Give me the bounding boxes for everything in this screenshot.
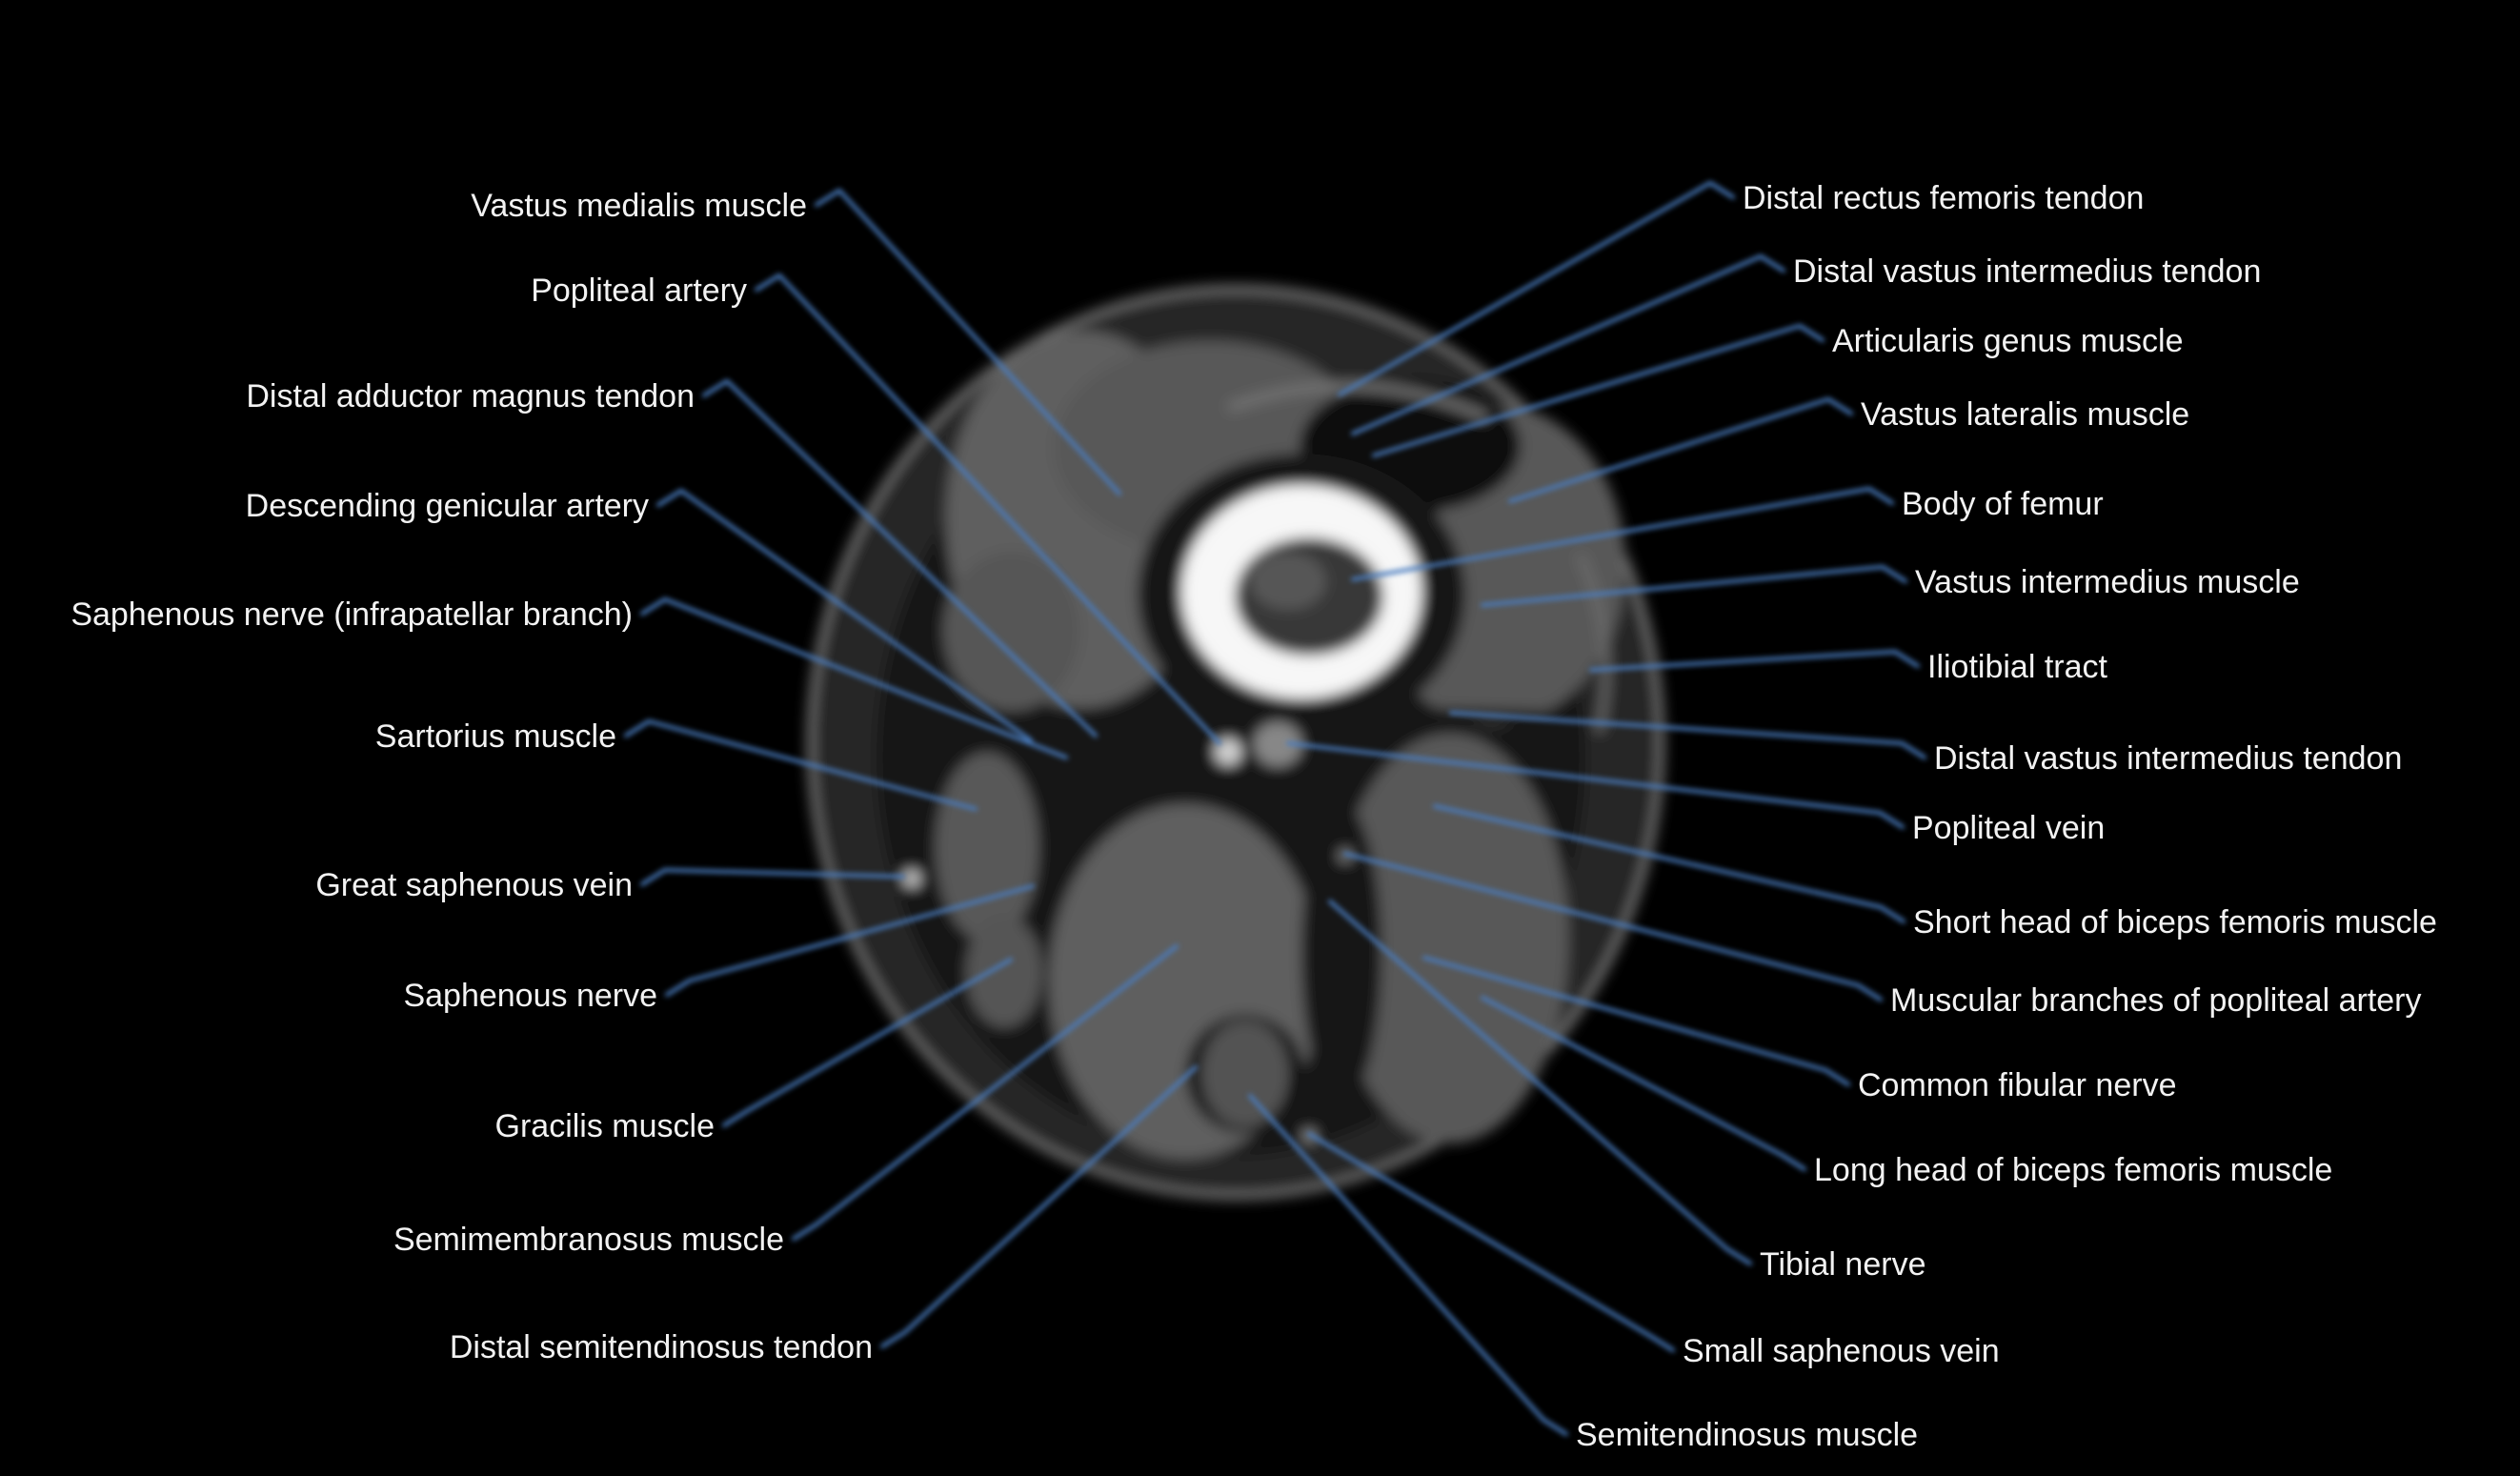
anatomy-label-descending-genicular-artery: Descending genicular artery [246, 488, 649, 524]
anatomy-label-semimembranosus-muscle: Semimembranosus muscle [393, 1222, 784, 1258]
anatomy-label-distal-adductor-magnus-tendon: Distal adductor magnus tendon [246, 378, 695, 414]
leader-line-popliteal-artery [755, 273, 1221, 745]
marrow-texture [1250, 553, 1326, 610]
sartorius-region [936, 753, 1038, 941]
anatomy-label-sartorius-muscle: Sartorius muscle [375, 718, 616, 755]
anatomy-label-muscular-branches-of-popliteal-artery: Muscular branches of popliteal artery [1890, 982, 2422, 1019]
ct-slice [807, 285, 1664, 1200]
anatomy-label-saphenous-nerve: Saphenous nerve [403, 978, 657, 1014]
great-saphenous-vein-dot [903, 870, 920, 887]
gracilis-region [966, 917, 1042, 1027]
medial-muscle-bump [943, 551, 1080, 711]
leader-line-distal-adductor-magnus-tendon [702, 379, 1098, 738]
anatomy-label-saphenous-nerve-infrapatellar-branch: Saphenous nerve (infrapatellar branch) [71, 596, 633, 633]
leader-line-semimembranosus-muscle [792, 944, 1179, 1241]
leader-line-tibial-nerve [1328, 900, 1752, 1265]
anatomy-label-tibial-nerve: Tibial nerve [1760, 1246, 1925, 1283]
leader-line-distal-semitendinosus-tendon [880, 1065, 1198, 1348]
anatomy-label-popliteal-artery: Popliteal artery [531, 273, 747, 309]
anatomy-label-iliotibial-tract: Iliotibial tract [1927, 649, 2108, 685]
leader-line-gracilis-muscle [722, 958, 1013, 1127]
leader-line-descending-genicular-artery [656, 489, 1033, 742]
biceps-femoris-region [1332, 734, 1568, 1143]
leader-line-distal-vastus-intermedius-tendon [1449, 711, 1926, 759]
anatomy-label-great-saphenous-vein: Great saphenous vein [315, 867, 633, 903]
popliteal-vein-region [1254, 722, 1301, 766]
anatomy-label-vastus-lateralis-muscle: Vastus lateralis muscle [1861, 396, 2189, 433]
leader-line-small-saphenous-vein [1307, 1132, 1675, 1352]
anatomy-label-long-head-of-biceps-femoris-muscle: Long head of biceps femoris muscle [1814, 1152, 2332, 1188]
anatomy-label-distal-rectus-femoris-tendon: Distal rectus femoris tendon [1743, 180, 2144, 216]
leader-line-vastus-medialis-muscle [815, 189, 1121, 495]
leader-line-distal-rectus-femoris-tendon [1338, 181, 1735, 396]
anatomy-label-distal-semitendinosus-tendon: Distal semitendinosus tendon [450, 1329, 873, 1365]
leader-line-layer [624, 181, 1926, 1436]
anatomy-label-popliteal-vein: Popliteal vein [1912, 810, 2105, 846]
anatomy-label-distal-vastus-intermedius-tendon: Distal vastus intermedius tendon [1793, 253, 2261, 290]
leader-line-iliotibial-tract [1589, 650, 1920, 672]
anatomy-label-body-of-femur: Body of femur [1902, 486, 2104, 522]
iliotibial-tract-line [1576, 553, 1610, 733]
rectus-femoris-tendon-curve [1227, 381, 1488, 422]
anatomy-label-articularis-genus-muscle: Articularis genus muscle [1832, 323, 2183, 359]
leader-line-distal-vastus-intermedius-tendon [1351, 254, 1785, 435]
anatomy-label-semitendinosus-muscle: Semitendinosus muscle [1576, 1417, 1918, 1453]
anatomy-label-short-head-of-biceps-femoris-muscle: Short head of biceps femoris muscle [1913, 904, 2437, 940]
leader-line-body-of-femur [1351, 487, 1894, 581]
popliteal-artery-dot [1215, 738, 1241, 765]
anatomy-label-distal-vastus-intermedius-tendon: Distal vastus intermedius tendon [1934, 740, 2402, 777]
anatomy-label-vastus-medialis-muscle: Vastus medialis muscle [471, 188, 807, 224]
posterior-intermuscular-gap [1301, 802, 1381, 1103]
leader-line-popliteal-vein [1286, 741, 1905, 829]
anatomy-label-vastus-intermedius-muscle: Vastus intermedius muscle [1915, 564, 2300, 600]
leader-line-long-head-of-biceps-femoris-muscle [1481, 996, 1806, 1171]
leader-line-sartorius-muscle [624, 719, 978, 811]
leader-line-semitendinosus-muscle [1248, 1094, 1568, 1436]
semitendinosus-region [1201, 1021, 1289, 1127]
leader-line-vastus-lateralis-muscle [1508, 397, 1853, 503]
anatomy-label-small-saphenous-vein: Small saphenous vein [1683, 1333, 2000, 1369]
leader-line-articularis-genus-muscle [1372, 324, 1824, 457]
leader-line-short-head-of-biceps-femoris-muscle [1433, 804, 1905, 923]
leader-line-common-fibular-nerve [1422, 956, 1850, 1086]
leader-line-saphenous-nerve-infrapatellar-branch [640, 597, 1068, 759]
leader-line-vastus-intermedius-muscle [1481, 565, 1907, 607]
leader-line-great-saphenous-vein [640, 868, 905, 886]
leader-line-muscular-branches-of-popliteal-artery [1343, 852, 1883, 1001]
anatomy-label-gracilis-muscle: Gracilis muscle [495, 1108, 715, 1144]
anatomy-label-common-fibular-nerve: Common fibular nerve [1858, 1067, 2176, 1103]
leader-line-saphenous-nerve [665, 884, 1035, 997]
